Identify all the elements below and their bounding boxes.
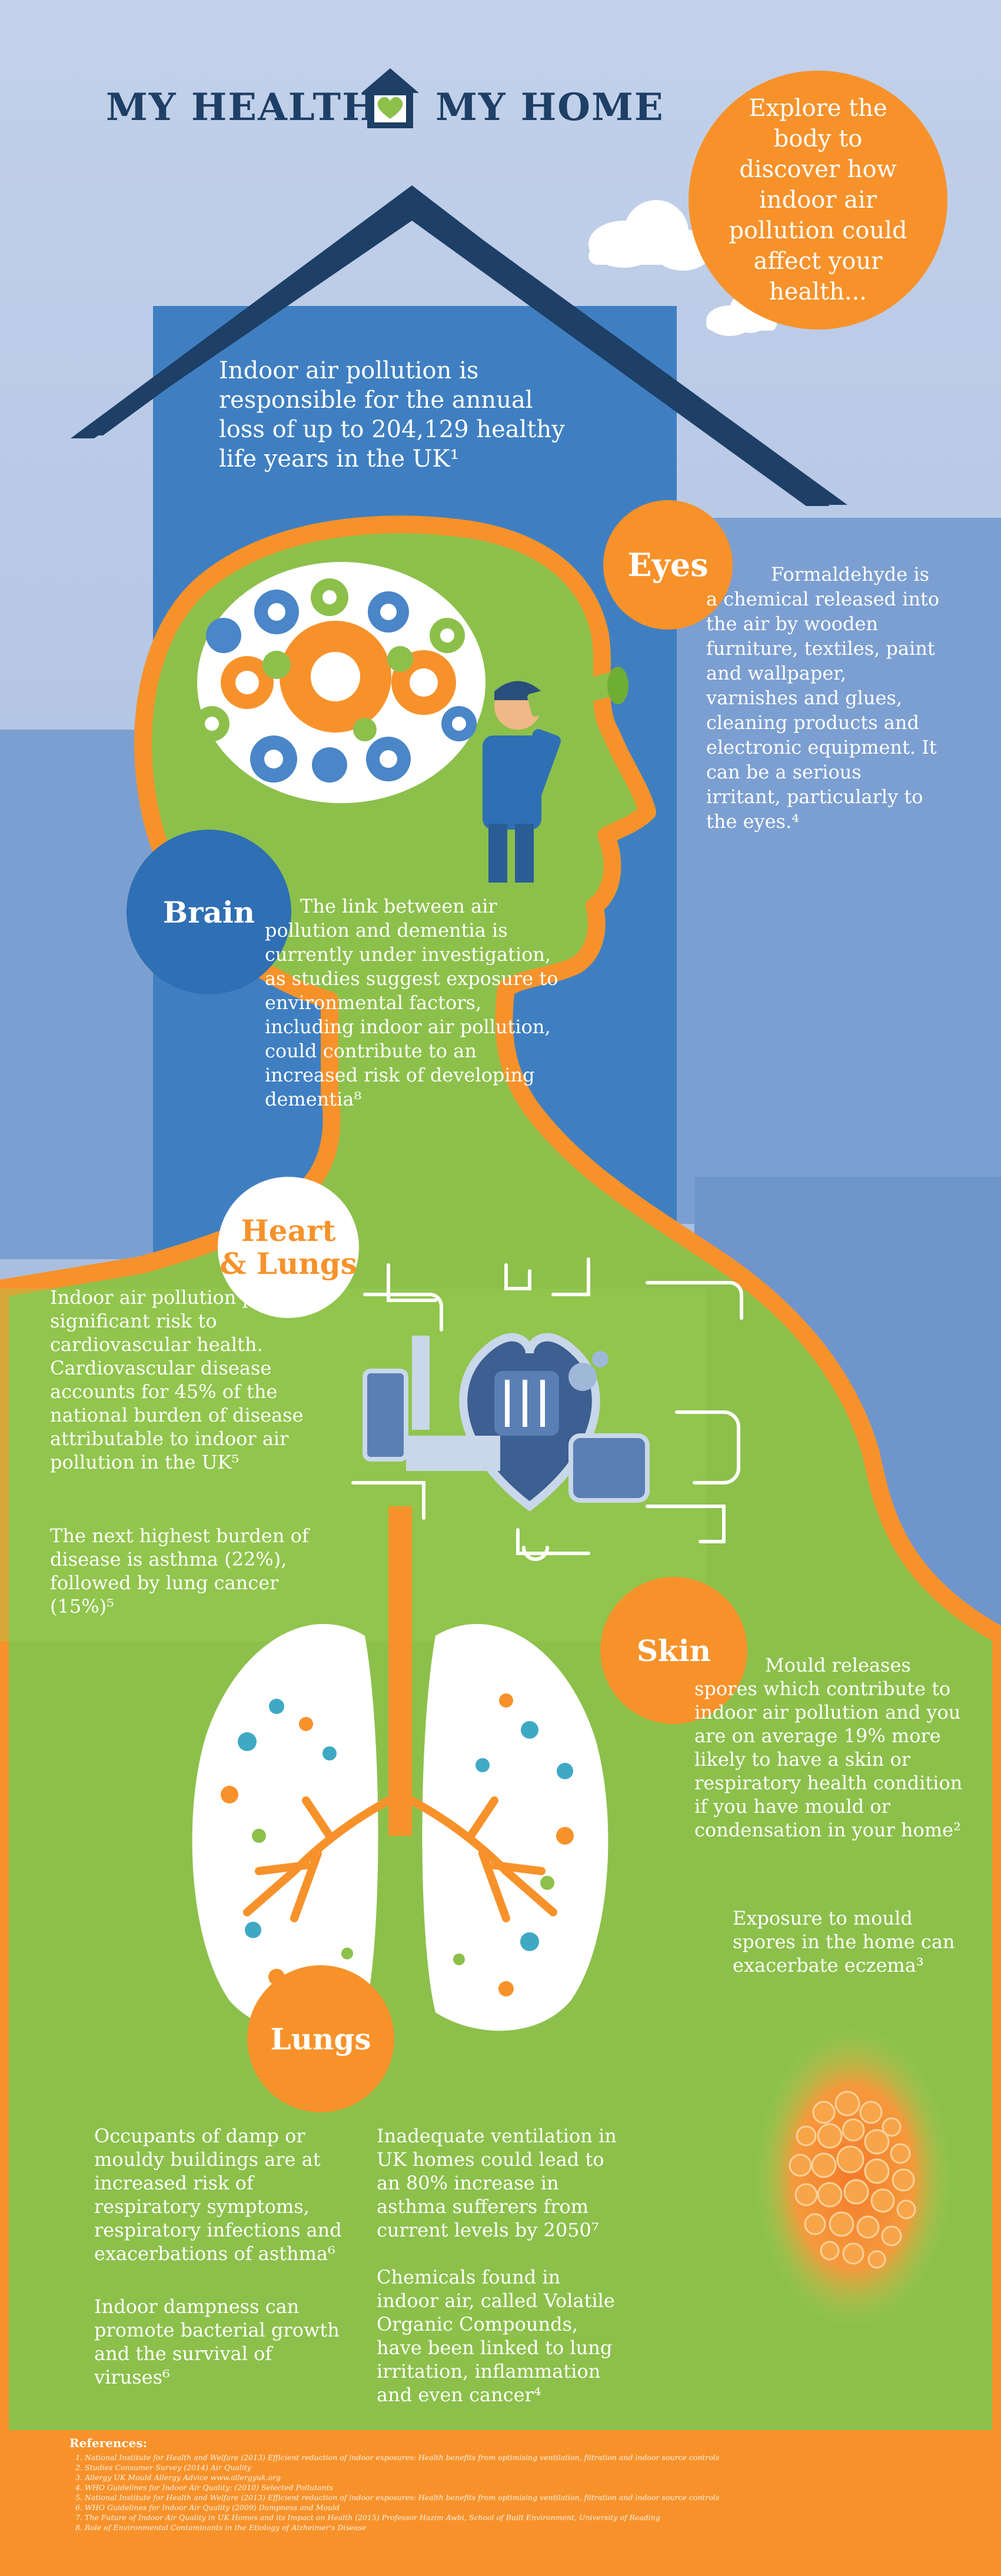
reference-item: The Future of Indoor Air Quality in UK H… xyxy=(85,2512,940,2522)
lungs-right-text-2: Chemicals found in indoor air, called Vo… xyxy=(377,2266,615,2406)
references-list: National Institute for Health and Welfar… xyxy=(69,2452,940,2532)
cloud-icon xyxy=(588,200,777,336)
skin-rash-icon xyxy=(753,2024,953,2330)
heart-icon xyxy=(363,1333,650,1512)
reference-item: Role of Environmental Contaminants in th… xyxy=(85,2522,940,2532)
house-heart-icon xyxy=(358,66,423,131)
reference-item: Allergy UK Mould Allergy Advice www.alle… xyxy=(85,2472,940,2482)
lungs-label: Lungs xyxy=(270,2021,371,2056)
brain-label: Brain xyxy=(162,894,255,930)
lungs-label-bubble: Lungs xyxy=(247,1965,394,2112)
eyes-label-bubble: Eyes xyxy=(603,500,733,630)
reference-item: WHO Guidelines for Indoor Air Quality (2… xyxy=(85,2502,940,2512)
spine xyxy=(388,1506,412,1836)
references: References: National Institute for Healt… xyxy=(69,2436,940,2532)
heart-lungs-label-line1: Heart xyxy=(241,1213,336,1248)
skin-label: Skin xyxy=(636,1633,711,1668)
skin-text-1: Mould releases spores which contribute t… xyxy=(694,1654,963,1841)
title-my-home: MY HOME xyxy=(435,85,664,129)
brain-text: The link between air pollution and demen… xyxy=(265,895,558,1110)
eyes-text: Formaldehyde is a chemical released into… xyxy=(706,563,940,833)
brain-label-bubble: Brain xyxy=(127,830,291,994)
brain-gears-icon xyxy=(194,562,485,803)
heart-lungs-label-line2: & Lungs xyxy=(220,1246,357,1281)
headline-stat: Indoor air pollution is responsible for … xyxy=(219,357,565,472)
reference-item: National Institute for Health and Welfar… xyxy=(85,2452,940,2462)
references-heading: References: xyxy=(69,2436,148,2450)
skin-text-2: Exposure to mould spores in the home can… xyxy=(733,1907,955,1976)
title-my-health: MY HEALTH xyxy=(106,85,379,129)
heart-lungs-text-1: Indoor air pollution poses a significant… xyxy=(50,1286,314,1473)
eyes-label: Eyes xyxy=(627,546,709,584)
intro-bubble: Explore the body to discover how indoor … xyxy=(689,71,947,330)
reference-item: Studies Consumer Survey (2014) Air Quali… xyxy=(85,2462,940,2472)
heart-lungs-label-bubble: Heart & Lungs xyxy=(218,1177,359,1318)
man-with-telescope-icon xyxy=(483,667,628,883)
intro-bubble-text: Explore the body to discover how indoor … xyxy=(729,95,907,305)
lungs-icon xyxy=(192,1623,608,2031)
reference-item: WHO Guidelines for Indoor Air Quality: (… xyxy=(85,2482,940,2492)
reference-item: National Institute for Health and Welfar… xyxy=(85,2492,940,2502)
skin-label-bubble: Skin xyxy=(600,1577,747,1724)
heart-lungs-text-2: The next highest burden of disease is as… xyxy=(50,1525,309,1618)
lungs-left-text-2: Indoor dampness can promote bacterial gr… xyxy=(94,2295,340,2388)
lungs-left-text-1: Occupants of damp or mouldy buildings ar… xyxy=(94,2125,342,2265)
references-footer xyxy=(0,2430,1001,2576)
heart-machine-icon xyxy=(351,1257,743,1561)
lungs-right-text-1: Inadequate ventilation in UK homes could… xyxy=(377,2125,617,2241)
